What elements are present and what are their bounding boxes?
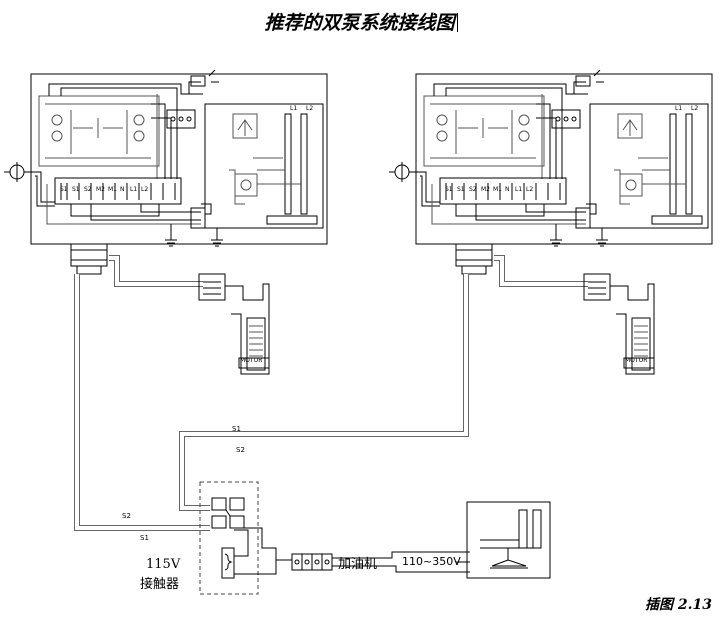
wire-s2-label-top: S2 (236, 446, 245, 454)
starter-l1-label: L1 (290, 105, 297, 112)
text-cursor (456, 13, 458, 32)
terminal-s2-label: S2 (469, 186, 477, 193)
dispenser-label: 加油机 (338, 557, 377, 572)
starter-l2-label: L2 (306, 105, 313, 112)
terminal-l1-label: L1 (130, 186, 137, 193)
terminal-m1-label: M1 (108, 186, 117, 193)
terminal-l1-label: L1 (515, 186, 522, 193)
figure-number: 插图 2.13 (645, 597, 712, 613)
terminal-m1-label: M1 (493, 186, 502, 193)
dispenser-relay (291, 553, 333, 571)
contactor-voltage: 115V (146, 557, 181, 572)
terminal-l2-label: L2 (141, 186, 148, 193)
contactor-label: 接触器 (140, 576, 179, 592)
motor-label: MOTOR (625, 357, 647, 364)
terminal-m2-label: M2 (96, 186, 105, 193)
starter-l2-label: L2 (691, 105, 698, 112)
supply-lines (332, 551, 470, 573)
wire-s1-label-bottom: S1 (140, 534, 149, 542)
motor-label: MOTOR (240, 357, 262, 364)
terminal-s1-label: S1 (445, 186, 453, 193)
terminal-m2-label: M2 (481, 186, 490, 193)
power-panel (466, 501, 551, 579)
terminal-n-label: N (505, 186, 510, 193)
terminal-s1b-label: S1 (457, 186, 465, 193)
pump-unit-right (389, 70, 712, 374)
diagram-title: 推荐的双泵系统接线图 (0, 8, 722, 35)
terminal-s1b-label: S1 (72, 186, 80, 193)
supply-voltage: 110~350V (402, 555, 461, 568)
starter-l1-label: L1 (675, 105, 682, 112)
terminal-n-label: N (120, 186, 125, 193)
contactor-box (199, 481, 292, 595)
pump-unit-left (4, 70, 327, 374)
terminal-s2-label: S2 (84, 186, 92, 193)
wire-s2-label-bottom: S2 (122, 512, 131, 520)
wire-s1-label-top: S1 (232, 425, 241, 433)
terminal-labels-left: S1 S1 S2 M2 M1 N L1 L2 L1 L2 MOTOR (60, 105, 313, 364)
terminal-s1-label: S1 (60, 186, 68, 193)
conduit-right (179, 274, 469, 511)
terminal-l2-label: L2 (526, 186, 533, 193)
terminal-labels-right: S1 S1 S2 M2 M1 N L1 L2 L1 L2 MOTOR (445, 105, 698, 364)
conduit-left (74, 274, 210, 531)
